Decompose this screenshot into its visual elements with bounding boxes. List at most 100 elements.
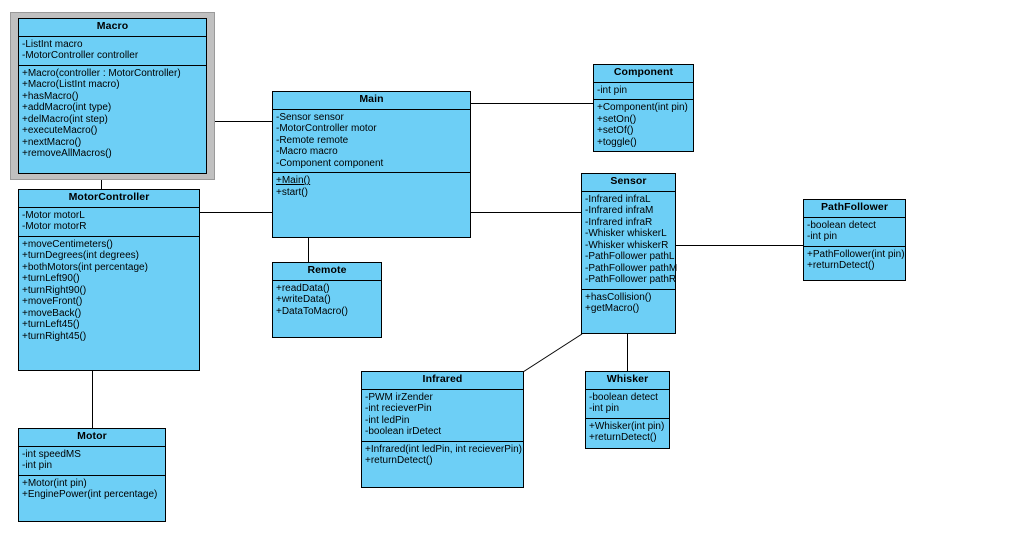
method-row: +delMacro(int step) [22,113,108,125]
attribute-row: -MotorController motor [276,123,377,134]
method-row: +returnDetect() [589,432,657,443]
class-box-sensor[interactable]: Sensor -Infrared infraL -Infrared infraM… [581,173,678,334]
method-row: +setOf() [597,125,634,136]
attribute-row: -int pin [597,84,628,96]
method-row: +hasMacro() [22,90,79,102]
method-row: +Macro(ListInt macro) [22,79,120,90]
attribute-row: -PathFollower pathR [585,274,677,285]
class-methods-macro: +Macro(controller : MotorController) +Ma… [19,66,206,163]
attribute-row: -int ledPin [365,414,410,426]
method-row: +Infrared(int ledPin, int recieverPin) [365,443,523,455]
class-box-motor[interactable]: Motor -int speedMS -int pin +Motor(int p… [18,428,166,522]
class-methods-main: +Main() +start() [273,173,470,201]
class-title-motor: Motor [19,429,165,447]
class-box-component[interactable]: Component -int pin +Component(int pin) +… [593,64,694,152]
class-methods-sensor: +hasCollision() +getMacro() [582,290,675,318]
class-box-infrared[interactable]: Infrared -PWM irZender -int recieverPin … [361,371,524,488]
method-row: +PathFollower(int pin) [807,248,905,260]
class-methods-infrared: +Infrared(int ledPin, int recieverPin) +… [362,442,523,470]
class-title-pathfollower: PathFollower [804,200,905,218]
connector-main-sensor-horizontal [471,212,581,213]
attribute-row: -Infrared infraR [585,216,653,228]
attribute-row: -boolean irDetect [365,426,442,437]
class-attributes-motor: -int speedMS -int pin [19,447,165,476]
connector-motorcontroller-main-horizontal [200,212,273,213]
connector-main-component-horizontal [471,103,593,104]
method-row: +removeAllMacros() [22,148,112,159]
method-row: +returnDetect() [365,455,433,466]
method-row: +turnDegrees(int degrees) [22,250,140,261]
class-box-pathfollower[interactable]: PathFollower -boolean detect -int pin +P… [803,199,906,281]
method-row: +Motor(int pin) [22,477,87,489]
method-row: +moveBack() [22,307,82,319]
method-row: +Whisker(int pin) [589,420,665,432]
method-row: +turnRight45() [22,330,87,342]
method-row: +returnDetect() [807,260,875,271]
class-title-remote: Remote [273,263,381,281]
attribute-row: -int pin [22,460,53,471]
class-box-whisker[interactable]: Whisker -boolean detect -int pin +Whiske… [585,371,670,449]
method-row: +turnLeft90() [22,273,80,284]
method-row: +readData() [276,282,330,294]
method-row: +EnginePower(int percentage) [22,489,158,500]
class-box-macro[interactable]: Macro -ListInt macro -MotorController co… [18,18,207,174]
method-row-static: +Main() [276,175,311,186]
method-row: +nextMacro() [22,136,82,148]
connector-motorcontroller-motor-vertical [92,371,93,429]
class-methods-pathfollower: +PathFollower(int pin) +returnDetect() [804,247,905,275]
method-row: +executeMacro() [22,125,98,136]
attribute-row: -boolean detect [807,219,876,231]
attribute-row: -Remote remote [276,134,349,146]
class-attributes-motorcontroller: -Motor motorL -Motor motorR [19,208,199,237]
connector-sensor-pathfollower-horizontal [676,245,803,246]
attribute-row: -int pin [807,231,838,242]
class-title-component: Component [594,65,693,83]
class-attributes-main: -Sensor sensor -MotorController motor -R… [273,110,470,173]
method-row: +bothMotors(int percentage) [22,261,148,273]
attribute-row: -int speedMS [22,448,81,460]
method-row: +Component(int pin) [597,102,688,113]
attribute-row: -Motor motorR [22,221,87,232]
method-row: +start() [276,186,308,198]
method-row: +toggle() [597,136,637,148]
method-row: +Macro(controller : MotorController) [22,67,181,79]
class-title-infrared: Infrared [362,372,523,390]
class-box-motorcontroller[interactable]: MotorController -Motor motorL -Motor mot… [18,189,200,371]
class-attributes-component: -int pin [594,83,693,100]
method-row: +DataToMacro() [276,305,348,317]
attribute-row: -Component component [276,157,384,169]
class-attributes-infrared: -PWM irZender -int recieverPin -int ledP… [362,390,523,442]
class-box-main[interactable]: Main -Sensor sensor -MotorController mot… [272,91,471,238]
class-methods-motor: +Motor(int pin) +EnginePower(int percent… [19,476,165,504]
method-row: +setOn() [597,113,637,125]
method-row: +turnRight90() [22,284,87,296]
attribute-row: -MotorController controller [22,50,139,61]
method-row: +hasCollision() [585,291,652,303]
attribute-row: -Infrared infraM [585,205,654,216]
attribute-row: -PathFollower pathL [585,251,675,262]
attribute-row: -PathFollower pathM [585,262,678,274]
class-methods-component: +Component(int pin) +setOn() +setOf() +t… [594,100,693,151]
class-box-remote[interactable]: Remote +readData() +writeData() +DataToM… [272,262,382,338]
class-title-sensor: Sensor [582,174,675,192]
attribute-row: -ListInt macro [22,38,83,50]
attribute-row: -Macro macro [276,146,338,157]
attribute-row: -Sensor sensor [276,111,344,123]
class-title-whisker: Whisker [586,372,669,390]
class-attributes-whisker: -boolean detect -int pin [586,390,669,419]
attribute-row: -Infrared infraL [585,193,651,205]
class-methods-remote: +readData() +writeData() +DataToMacro() [273,281,381,321]
method-row: +addMacro(int type) [22,102,112,113]
class-title-macro: Macro [19,19,206,37]
class-title-main: Main [273,92,470,110]
attribute-row: -boolean detect [589,391,658,403]
class-title-motorcontroller: MotorController [19,190,199,208]
attribute-row: -int pin [589,403,620,414]
class-attributes-macro: -ListInt macro -MotorController controll… [19,37,206,66]
method-row: +writeData() [276,294,331,305]
attribute-row: -int recieverPin [365,403,432,414]
method-row: +getMacro() [585,303,640,314]
connector-macro-motorcontroller [101,170,102,198]
class-methods-motorcontroller: +moveCentimeters() +turnDegrees(int degr… [19,237,199,346]
